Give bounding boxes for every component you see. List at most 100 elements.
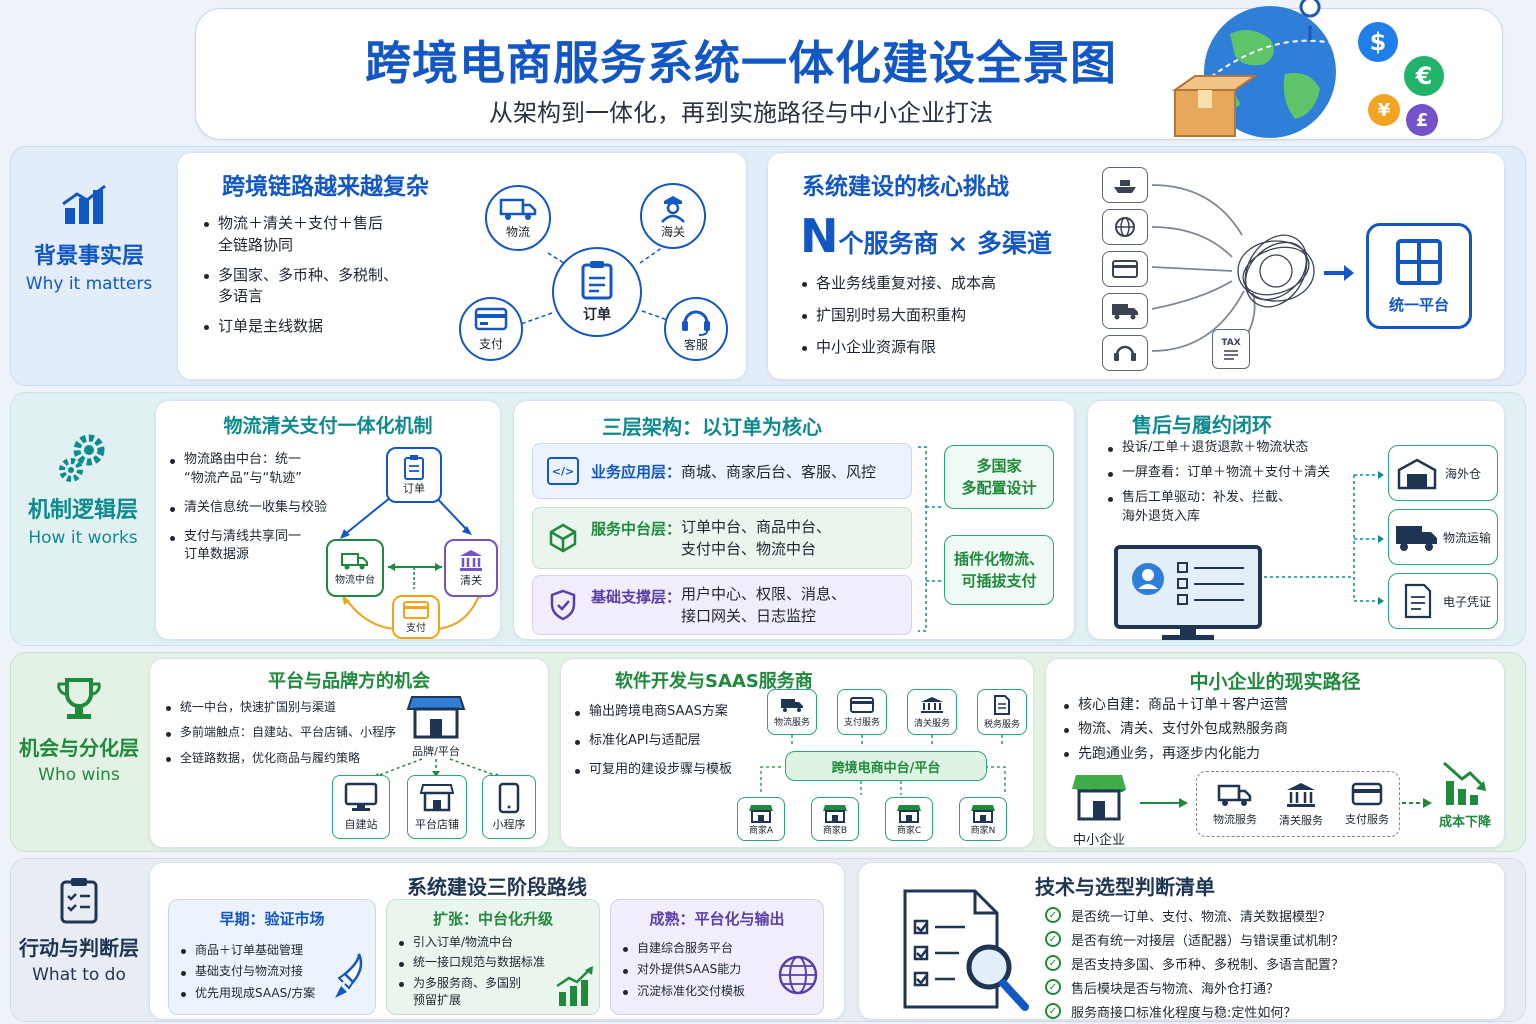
challenge-title: 系统建设的核心挑战 — [802, 174, 1009, 200]
document-magnifier-icon — [903, 889, 1029, 1011]
payment-node: 支付 — [459, 297, 523, 361]
bullet: 对外提供SAAS能力 — [621, 961, 781, 978]
building-icon — [1287, 783, 1315, 807]
layer-subtitle: How it works — [28, 528, 138, 548]
saas-hub: 跨境电商中台/平台 — [785, 751, 987, 781]
card-icon — [403, 600, 429, 619]
saas-card: 软件开发与SAAS服务商 输出跨境电商SAAS方案 标准化API与适配层 可复用… — [560, 658, 1034, 848]
platform-store-box: 平台店铺 — [407, 775, 467, 839]
order-label: 订单 — [583, 307, 611, 323]
card-icon — [1351, 782, 1383, 806]
svc-customs: 清关服务 — [907, 689, 957, 735]
bullet: 为多服务商、多国别 预留扩展 — [397, 975, 567, 1009]
bullet: 统一接口规范与数据标准 — [397, 954, 567, 971]
bullet: 先跑通业务，再逐步内化能力 — [1062, 744, 1482, 764]
bullet: 多国家、多币种、多税制、 多语言 — [202, 265, 432, 309]
bullet: 投诉/工单＋退货退款＋物流状态 — [1106, 439, 1376, 458]
order-label: 订单 — [403, 482, 425, 495]
bullet: 自建综合服务平台 — [621, 940, 781, 957]
store-icon — [749, 804, 773, 823]
mechanism-bullets: 物流路由中台：统一 “物流产品”与“轨迹” 清关信息统一收集与校验 支付与清线共… — [168, 451, 338, 573]
truck-icon — [499, 198, 537, 220]
svc-logistics: 物流服务 — [767, 689, 817, 735]
pluggable-services: 插件化物流、 可插拔支付 — [944, 535, 1054, 605]
challenge-headline: N 个服务商 × 多渠道 — [800, 209, 1052, 263]
sme-bullets: 核心自建：商品＋订单＋客户运营 物流、清关、支付外包成熟服务商 先跑通业务，再逐… — [1062, 695, 1482, 772]
service-label: 清关服务 — [1279, 814, 1323, 827]
bullet: 中小企业资源有限 — [800, 337, 1100, 359]
unified-platform-box: 统一平台 — [1366, 223, 1472, 329]
customs-node: 海关 — [640, 183, 706, 249]
logistics-label: 物流 — [505, 224, 530, 239]
roadmap-title: 系统建设三阶段路线 — [407, 875, 587, 899]
phase-bullets: 引入订单/物流中台 统一接口规范与数据标准 为多服务商、多国别 预留扩展 — [397, 934, 567, 1016]
euro-icon: € — [1404, 56, 1444, 96]
saas-title: 软件开发与SAAS服务商 — [615, 671, 813, 692]
layer-name: 基础支撑层： — [591, 588, 682, 606]
growth-chart-icon — [556, 966, 593, 1006]
page-subtitle: 从架构到一体化，再到实施路径与中小企业打法 — [489, 99, 993, 127]
check-circle-icon: ✓ — [1045, 955, 1061, 971]
platform-brand-card: 平台与品牌方的机会 统一中台，快速扩国别与渠道 多前端触点：自建站、平台店铺、小… — [149, 658, 549, 848]
store-icon — [897, 804, 921, 823]
checklist-card: 技术与选型判断清单 ✓是否统一订单、支付、物流、清关数据模型？ ✓是否有统一对接… — [858, 862, 1505, 1021]
service-label: 清关服务 — [913, 718, 950, 729]
challenge-card: 系统建设的核心挑战 N 个服务商 × 多渠道 各业务线重复对接、成本高 扩国别时… — [767, 152, 1505, 380]
checklist-item: ✓是否统一订单、支付、物流、清关数据模型？ — [1045, 903, 1495, 927]
logistics-transport-box: 物流运输 — [1388, 509, 1498, 565]
mini-program-box: 小程序 — [482, 775, 536, 839]
building-icon — [460, 550, 482, 571]
monitor-icon — [1114, 545, 1262, 640]
bullet: 标准化API与适配层 — [573, 732, 773, 751]
chain-bullets: 物流＋清关＋支付＋售后 全链路协同 多国家、多币种、多税制、 多语言 订单是主线… — [202, 213, 432, 346]
logistics-label: 物流中台 — [335, 574, 375, 586]
tax-document-icon: TAX — [1212, 329, 1250, 369]
checklist-item: ✓ 是否支持多国、多币种、多税制、多语言配置？ — [1045, 951, 1495, 975]
item-text: 是否支持多国、多币种、多税制、多语言配置？ — [1071, 957, 1345, 973]
saas-bullets: 输出跨境电商SAAS方案 标准化API与适配层 可复用的建设步骤与模板 — [573, 703, 773, 788]
layer-title: 机会与分化层 — [19, 736, 139, 760]
yen-icon: ¥ — [1368, 94, 1400, 126]
mech-customs-node: 清关 — [444, 539, 498, 597]
layer-name: 业务应用层： — [591, 462, 682, 481]
card-icon — [850, 696, 874, 713]
check-circle-icon: ✓ — [1045, 931, 1061, 947]
logistics-node: 物流 — [485, 185, 551, 251]
globe-icon — [1171, 0, 1366, 138]
bullet: 统一中台，快速扩国别与渠道 — [164, 699, 424, 716]
arch-layer-middle: 服务中台层： 订单中台、商品中台、 支付中台、物流中台 — [532, 507, 912, 569]
cost-down: 成本下降 — [1432, 759, 1498, 830]
layer-title: 背景事实层 — [33, 244, 144, 269]
service-label: 支付服务 — [1345, 813, 1389, 826]
bullet: 物流路由中台：统一 “物流产品”与“轨迹” — [168, 451, 338, 489]
phase-expand: 扩张：中台化升级 引入订单/物流中台 统一接口规范与数据标准 为多服务商、多国别… — [386, 899, 600, 1015]
sme-title: 中小企业的现实路径 — [1189, 671, 1361, 693]
phase-title: 早期：验证市场 — [219, 910, 325, 928]
mech-payment-node: 支付 — [392, 595, 440, 639]
order-node: 订单 — [552, 247, 642, 337]
aftersale-title: 售后与履约闭环 — [1132, 413, 1272, 437]
building-icon — [921, 696, 943, 713]
tax-label: TAX — [1221, 338, 1241, 348]
service-label: 支付服务 — [843, 717, 880, 728]
receipt-icon — [1404, 583, 1432, 619]
svc-payment: 支付服务 — [837, 689, 887, 735]
ship-icon — [1102, 167, 1148, 203]
layer-desc: 用户中心、权限、消息、 接口网关、日志监控 — [681, 584, 847, 626]
truck-icon — [1102, 293, 1148, 329]
unified-platform-label: 统一平台 — [1388, 295, 1449, 314]
store-icon — [971, 804, 995, 823]
headset-icon — [682, 310, 710, 336]
aftersale-card: 售后与履约闭环 投诉/工单＋退货退款＋物流状态 一屏查看：订单＋物流＋支付＋清关… — [1087, 400, 1505, 640]
phase-title: 扩张：中台化升级 — [432, 910, 553, 928]
item-text: 服务商接口标准化程度与稳:定性如何？ — [1071, 1005, 1297, 1021]
card-icon — [474, 307, 508, 330]
platform-brand-bullets: 统一中台，快速扩国别与渠道 多前端触点：自建站、平台店铺、小程序 全链路数据，优… — [164, 699, 424, 775]
aftersale-lines — [1264, 471, 1384, 605]
outsourced-payment: 支付服务 — [1335, 778, 1399, 832]
challenge-flow — [1151, 184, 1354, 352]
arch-layer-base: 基础支撑层： 用户中心、权限、消息、 接口网关、日志监控 — [532, 575, 912, 635]
layer-desc: 订单中台、商品中台、 支付中台、物流中台 — [681, 517, 832, 559]
bullet: 扩国别时易大面积重构 — [800, 305, 1100, 327]
brand-hub: 品牌/平台 — [406, 693, 466, 758]
